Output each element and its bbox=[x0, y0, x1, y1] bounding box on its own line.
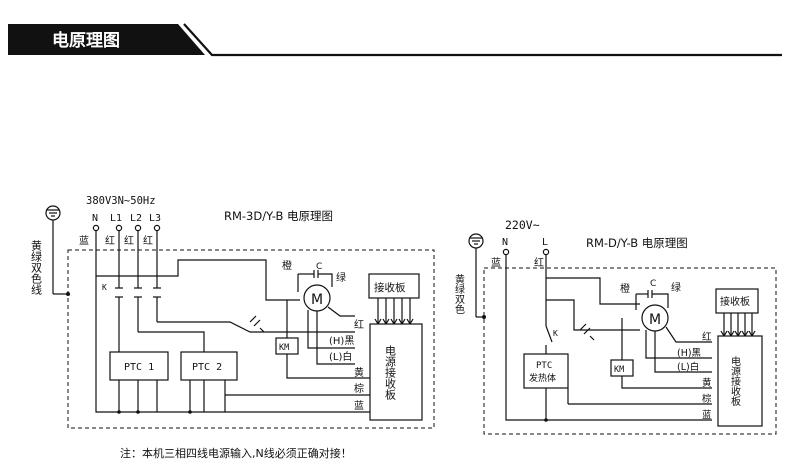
left-orange-label: 橙 bbox=[282, 259, 292, 272]
ptc2-heater bbox=[180, 351, 238, 381]
left-power-board bbox=[369, 323, 423, 421]
right-board-label: 电源接收板 bbox=[729, 355, 741, 407]
right-term-l: L bbox=[542, 237, 548, 248]
right-receiver-arrows bbox=[720, 313, 756, 338]
left-board-label: 电源接收板 bbox=[384, 345, 397, 401]
right-wire-brown: 棕 bbox=[702, 393, 712, 405]
right-wire-n-color: 蓝 bbox=[491, 257, 501, 269]
left-term-l1: L1 bbox=[110, 213, 122, 224]
header-banner: 电原理图 bbox=[8, 23, 782, 57]
right-receiver-board bbox=[715, 288, 759, 314]
left-wire-l3-color: 红 bbox=[143, 234, 153, 247]
left-wire-l1-color: 红 bbox=[105, 234, 115, 247]
left-diagram: 380V3N~50Hz RM-3D/Y-B 电原理图 黄绿双色线 N L1 L2… bbox=[30, 195, 435, 429]
right-cap-label: C bbox=[650, 279, 656, 289]
left-wire-red: 红 bbox=[354, 318, 364, 331]
left-enclosure bbox=[67, 249, 435, 429]
right-wire-white: (L)白 bbox=[677, 361, 699, 373]
right-term-n: N bbox=[502, 237, 508, 248]
left-green-label: 绿 bbox=[336, 271, 346, 284]
right-diagram-title: RM-D/Y-B 电原理图 bbox=[586, 236, 688, 250]
right-supply-label: 220V~ bbox=[505, 218, 540, 232]
wiring-note: 注：本机三相四线电源输入,N线必须正确对接！ bbox=[120, 446, 352, 460]
right-ptc-heater bbox=[523, 353, 569, 389]
right-wire-l-color: 红 bbox=[534, 256, 544, 269]
left-wire-l2-color: 红 bbox=[124, 234, 134, 247]
right-enclosure bbox=[483, 267, 777, 435]
left-wire-yellow: 黄 bbox=[354, 366, 364, 379]
right-ground-icon bbox=[468, 233, 486, 319]
left-thermostat-icon bbox=[249, 315, 265, 333]
ground-icon bbox=[45, 205, 70, 296]
left-wire-brown: 棕 bbox=[354, 382, 364, 395]
right-wire-yellow: 黄 bbox=[702, 377, 712, 389]
left-wire-n-color: 蓝 bbox=[79, 235, 89, 247]
right-k-label: K bbox=[553, 329, 558, 338]
right-km-label: KM bbox=[614, 365, 624, 375]
left-term-n: N bbox=[92, 213, 98, 224]
left-cap-label: C bbox=[316, 262, 322, 272]
left-term-l3: L3 bbox=[149, 213, 161, 224]
left-diagram-title: RM-3D/Y-B 电原理图 bbox=[224, 209, 333, 223]
left-wire-white: (L)白 bbox=[329, 350, 352, 363]
left-km-label: KM bbox=[279, 343, 289, 353]
ptc1-label: PTC 1 bbox=[124, 362, 154, 373]
right-green-label: 绿 bbox=[671, 281, 681, 294]
ptc1-heater bbox=[109, 351, 169, 381]
right-motor-label: M bbox=[649, 312, 661, 328]
right-wire-red: 红 bbox=[702, 331, 712, 343]
page-title: 电原理图 bbox=[52, 30, 120, 51]
left-receiver-label: 接收板 bbox=[374, 281, 406, 294]
left-receiver-board bbox=[368, 273, 420, 299]
left-wire-blue: 蓝 bbox=[354, 400, 364, 412]
left-ground-label: 黄绿双色线 bbox=[30, 239, 43, 295]
right-thermostat-icon bbox=[579, 323, 595, 341]
ptc2-label: PTC 2 bbox=[192, 362, 222, 373]
right-ptc-sub: 发热体 bbox=[529, 372, 556, 384]
left-term-l2: L2 bbox=[130, 213, 142, 224]
left-motor-label: M bbox=[311, 292, 323, 308]
right-diagram: 220V~ RM-D/Y-B 电原理图 黄绿双色 N L 蓝 红 K PTC 发… bbox=[453, 218, 777, 435]
right-ground-label: 黄绿双色 bbox=[453, 273, 465, 314]
right-receiver-label: 接收板 bbox=[720, 295, 750, 308]
right-orange-label: 橙 bbox=[620, 282, 630, 295]
left-supply-label: 380V3N~50Hz bbox=[86, 195, 156, 207]
left-receiver-arrows bbox=[374, 298, 414, 326]
right-ptc-label: PTC bbox=[536, 361, 552, 371]
left-wire-black: (H)黑 bbox=[329, 335, 354, 347]
right-wire-blue: 蓝 bbox=[702, 409, 712, 421]
right-wire-black: (H)黑 bbox=[677, 348, 702, 359]
right-power-board bbox=[717, 335, 763, 427]
left-k-label: K bbox=[102, 283, 107, 292]
